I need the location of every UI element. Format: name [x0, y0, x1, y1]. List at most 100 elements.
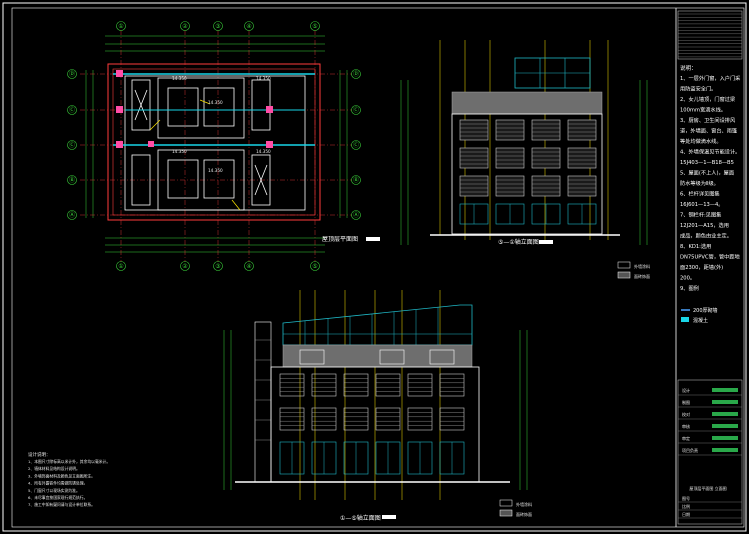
elevation-a: ⑤—①轴立面图 外墙涂料 面砖饰面 [400, 40, 650, 279]
notes-line: 等处均做滴水线。 [680, 137, 722, 145]
sign-row-label: 审定 [682, 435, 690, 441]
notes-heading: 说明： [680, 64, 697, 72]
axis-bubble [351, 69, 361, 79]
axis-bubble [213, 261, 223, 271]
bottom-note-line: 4、所有外露铁件均需做防锈处理。 [28, 481, 87, 486]
notes-lines: 1、一层外门窗，入户门采用防盗安全门。2、女儿墙顶，门窗过梁100mm宽滴水线。… [680, 74, 740, 292]
elev-a-window [531, 175, 561, 197]
elev-b-window [279, 373, 305, 397]
elev-a-window [531, 147, 561, 169]
elev-a-window [567, 147, 597, 169]
notes-line: 9、图例 [680, 284, 699, 292]
axis-bubble [351, 140, 361, 150]
notes-line: 15J403—1—B18—B5 [680, 160, 734, 166]
axis-bubble [67, 140, 77, 150]
sign-row-signature [712, 424, 738, 428]
elev-b-dimensions [223, 330, 528, 490]
axis-label: ④ [246, 263, 251, 270]
axis-label: Ⓒ [69, 106, 75, 114]
elev-b-windows [279, 349, 465, 475]
elev-b-window [407, 407, 433, 431]
sign-row-signature [712, 400, 738, 404]
bottom-notes: 设计说明： 1、本图尺寸除标高以米计外，其余均以毫米计。 2、墙体材料见结构设计说… [28, 451, 110, 507]
elev-a-window [459, 147, 489, 169]
bottom-note-line: 7、施工中如有疑问请与设计单位联系。 [28, 502, 95, 507]
axis-label: Ⓒ [353, 141, 359, 149]
title-block-rows [678, 13, 742, 58]
axis-label: Ⓑ [69, 176, 75, 184]
elev-a-dimensions [400, 80, 648, 245]
footer-row-label: 日期 [682, 511, 690, 517]
notes-line: 用防盗安全门。 [680, 85, 716, 93]
elevation-b: ①—⑤轴立面图 外墙涂料 面砖饰面 [223, 290, 532, 522]
axis-label: ① [118, 263, 123, 270]
elev-b-window [311, 407, 337, 431]
axis-bubble [116, 261, 126, 271]
plan-elevation-label: 14.350 [256, 149, 271, 154]
legend-concrete-swatch [681, 317, 689, 322]
bottom-note-line: 5、门窗尺寸以现场实测为准。 [28, 488, 80, 493]
footer-row-label: 图号 [682, 495, 690, 501]
axis-bubble [351, 175, 361, 185]
axis-label: Ⓓ [353, 70, 359, 78]
bottom-notes-heading: 设计说明： [28, 451, 51, 458]
elev-b-legend-1: 面砖饰面 [516, 511, 532, 517]
bottom-note-line: 2、墙体材料见结构设计说明。 [28, 466, 80, 471]
notes-line: 5、屋面(不上人)，屋面 [680, 169, 734, 177]
sign-row-signature [712, 448, 738, 452]
footer-row-label: 比例 [682, 503, 690, 509]
elev-b-window [311, 373, 337, 397]
notes-line: 16J601—13—4。 [680, 202, 724, 208]
axis-label: ③ [215, 23, 220, 30]
elev-a-window [459, 175, 489, 197]
notes-line: 100mm宽滴水线。 [680, 106, 726, 114]
elev-b-band-window [299, 349, 325, 365]
elev-a-legend-0: 外墙涂料 [634, 263, 650, 269]
plan-callouts [149, 99, 241, 211]
elev-b-window [343, 407, 369, 431]
elev-b-stair-hatch [255, 339, 271, 441]
bottom-note-line: 6、未尽事宜按国家现行规范执行。 [28, 495, 87, 500]
elev-b-window [439, 373, 465, 397]
elev-a-legend-1: 面砖饰面 [634, 273, 650, 279]
axis-label: ① [118, 23, 123, 30]
plan-title-scale-bar [366, 237, 380, 241]
notes-line: 12J201—A15，选用 [680, 221, 729, 229]
bottom-note-line: 3、外墙饰面材料及颜色见立面图所注。 [28, 473, 95, 478]
legend-concrete-label: 混凝土 [693, 317, 708, 324]
title-block-drawing-name: 屋顶层平面图 立面图 [689, 485, 726, 491]
axis-bubble [351, 210, 361, 220]
notes-line: 3、厨房、卫生间设排风 [680, 116, 736, 124]
plan-columns [116, 70, 273, 148]
axis-bubble [310, 21, 320, 31]
elev-b-window [343, 373, 369, 397]
axis-bubble [244, 261, 254, 271]
notes-line: 2、女儿墙顶，门窗过梁 [680, 95, 735, 103]
axis-bubble [180, 261, 190, 271]
elev-b-window [375, 407, 401, 431]
plan-elevation-label: 14.350 [208, 100, 223, 105]
plan-title: 屋顶层平面图 [322, 236, 358, 243]
bottom-note-line: 1、本图尺寸除标高以米计外，其余均以毫米计。 [28, 459, 110, 464]
axis-label: ⑤ [312, 23, 317, 30]
axis-label: ⑤ [312, 263, 317, 270]
plan-dimension-lines [85, 35, 348, 253]
axis-bubble [67, 175, 77, 185]
elev-b-legend-0: 外墙涂料 [516, 501, 532, 507]
sign-row-signature [712, 412, 738, 416]
axis-bubble [213, 21, 223, 31]
elev-b-window [439, 407, 465, 431]
axis-bubble [244, 21, 254, 31]
notes-line: 7、钢栏杆:见图集 [680, 211, 722, 219]
elev-a-window [459, 119, 489, 141]
axis-label: Ⓑ [353, 176, 359, 184]
plan-elevation-label: 14.350 [256, 76, 271, 81]
elev-a-window [495, 147, 525, 169]
axis-bubble [67, 69, 77, 79]
notes-line: 4、外墙保温见节能设计。 [680, 148, 740, 156]
